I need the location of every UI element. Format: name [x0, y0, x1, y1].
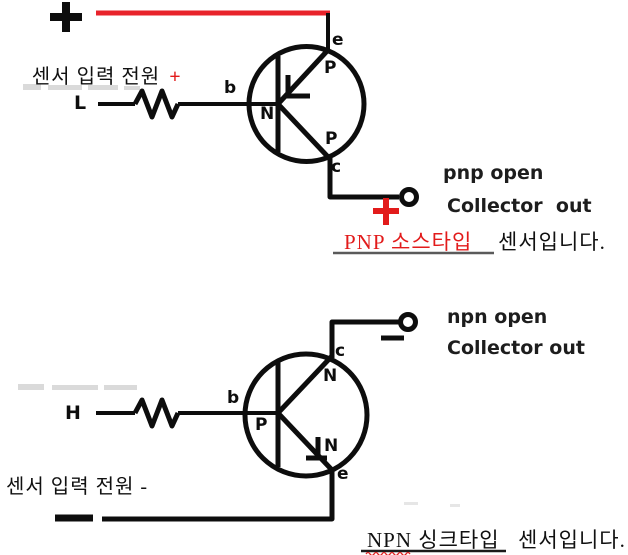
pnp-supply-polarity: + — [169, 66, 181, 88]
smudge-artifact — [18, 84, 460, 507]
pnp-emitter-arrow-icon — [285, 75, 310, 99]
pnp-caption-highlight: PNP 소스타입 — [344, 230, 473, 254]
pnp-emitter-region-label: P — [324, 58, 337, 78]
pnp-collector-pin-label: c — [331, 157, 342, 177]
npn-output-terminal-icon — [398, 312, 418, 332]
npn-supply-label: 센서 입력 전원 - — [6, 476, 149, 498]
supply-plus-icon — [50, 2, 82, 32]
npn-collector-leg — [276, 354, 334, 415]
npn-emitter-region-label: N — [324, 436, 339, 456]
npn-circuit — [55, 312, 506, 555]
npn-collector-region-label: N — [323, 366, 338, 386]
spellcheck-squiggle-icon — [365, 551, 411, 555]
pnp-output-type-label: pnp open — [443, 162, 544, 184]
pnp-circuit — [50, 2, 494, 255]
pnp-collector-leg — [276, 102, 332, 161]
npn-collector-pin-label: c — [335, 341, 346, 361]
npn-caption-highlight: NPN 싱크타입 — [367, 528, 500, 552]
npn-resistor-icon — [132, 397, 181, 429]
pnp-transistor-circle — [246, 44, 367, 164]
npn-base-region-label: P — [255, 415, 268, 435]
npn-caption-rest: 센서입니다. — [518, 528, 626, 552]
npn-emitter-pin-label: e — [337, 464, 349, 484]
npn-emitter-wire — [102, 468, 335, 522]
npn-emitter-arrow-icon — [306, 437, 327, 461]
pnp-base-region-label: N — [260, 104, 275, 124]
npn-base-pin-label: b — [227, 388, 240, 408]
pnp-resistor-icon — [132, 88, 181, 120]
npn-transistor-circle — [242, 351, 370, 479]
pnp-output-plus-icon — [373, 198, 399, 225]
npn-input-terminal-label: H — [65, 402, 81, 424]
pnp-input-terminal-label: L — [74, 92, 87, 114]
pnp-supply-label: 센서 입력 전원 + — [14, 42, 181, 107]
pnp-emitter-pin-label: e — [332, 30, 344, 50]
pnp-caption-rest: 센서입니다. — [498, 230, 606, 254]
pnp-supply-text: 센서 입력 전원 — [31, 66, 161, 88]
pnp-base-pin-label: b — [224, 78, 237, 98]
npn-output-line-label: Collector out — [447, 337, 585, 359]
npn-collector-wire — [329, 319, 399, 358]
pnp-output-terminal-icon — [399, 187, 419, 207]
pnp-output-line-label: Collector out — [447, 195, 592, 217]
pnp-collector-wire — [327, 157, 399, 200]
pnp-collector-region-label: P — [325, 129, 338, 149]
npn-output-type-label: npn open — [447, 306, 548, 328]
